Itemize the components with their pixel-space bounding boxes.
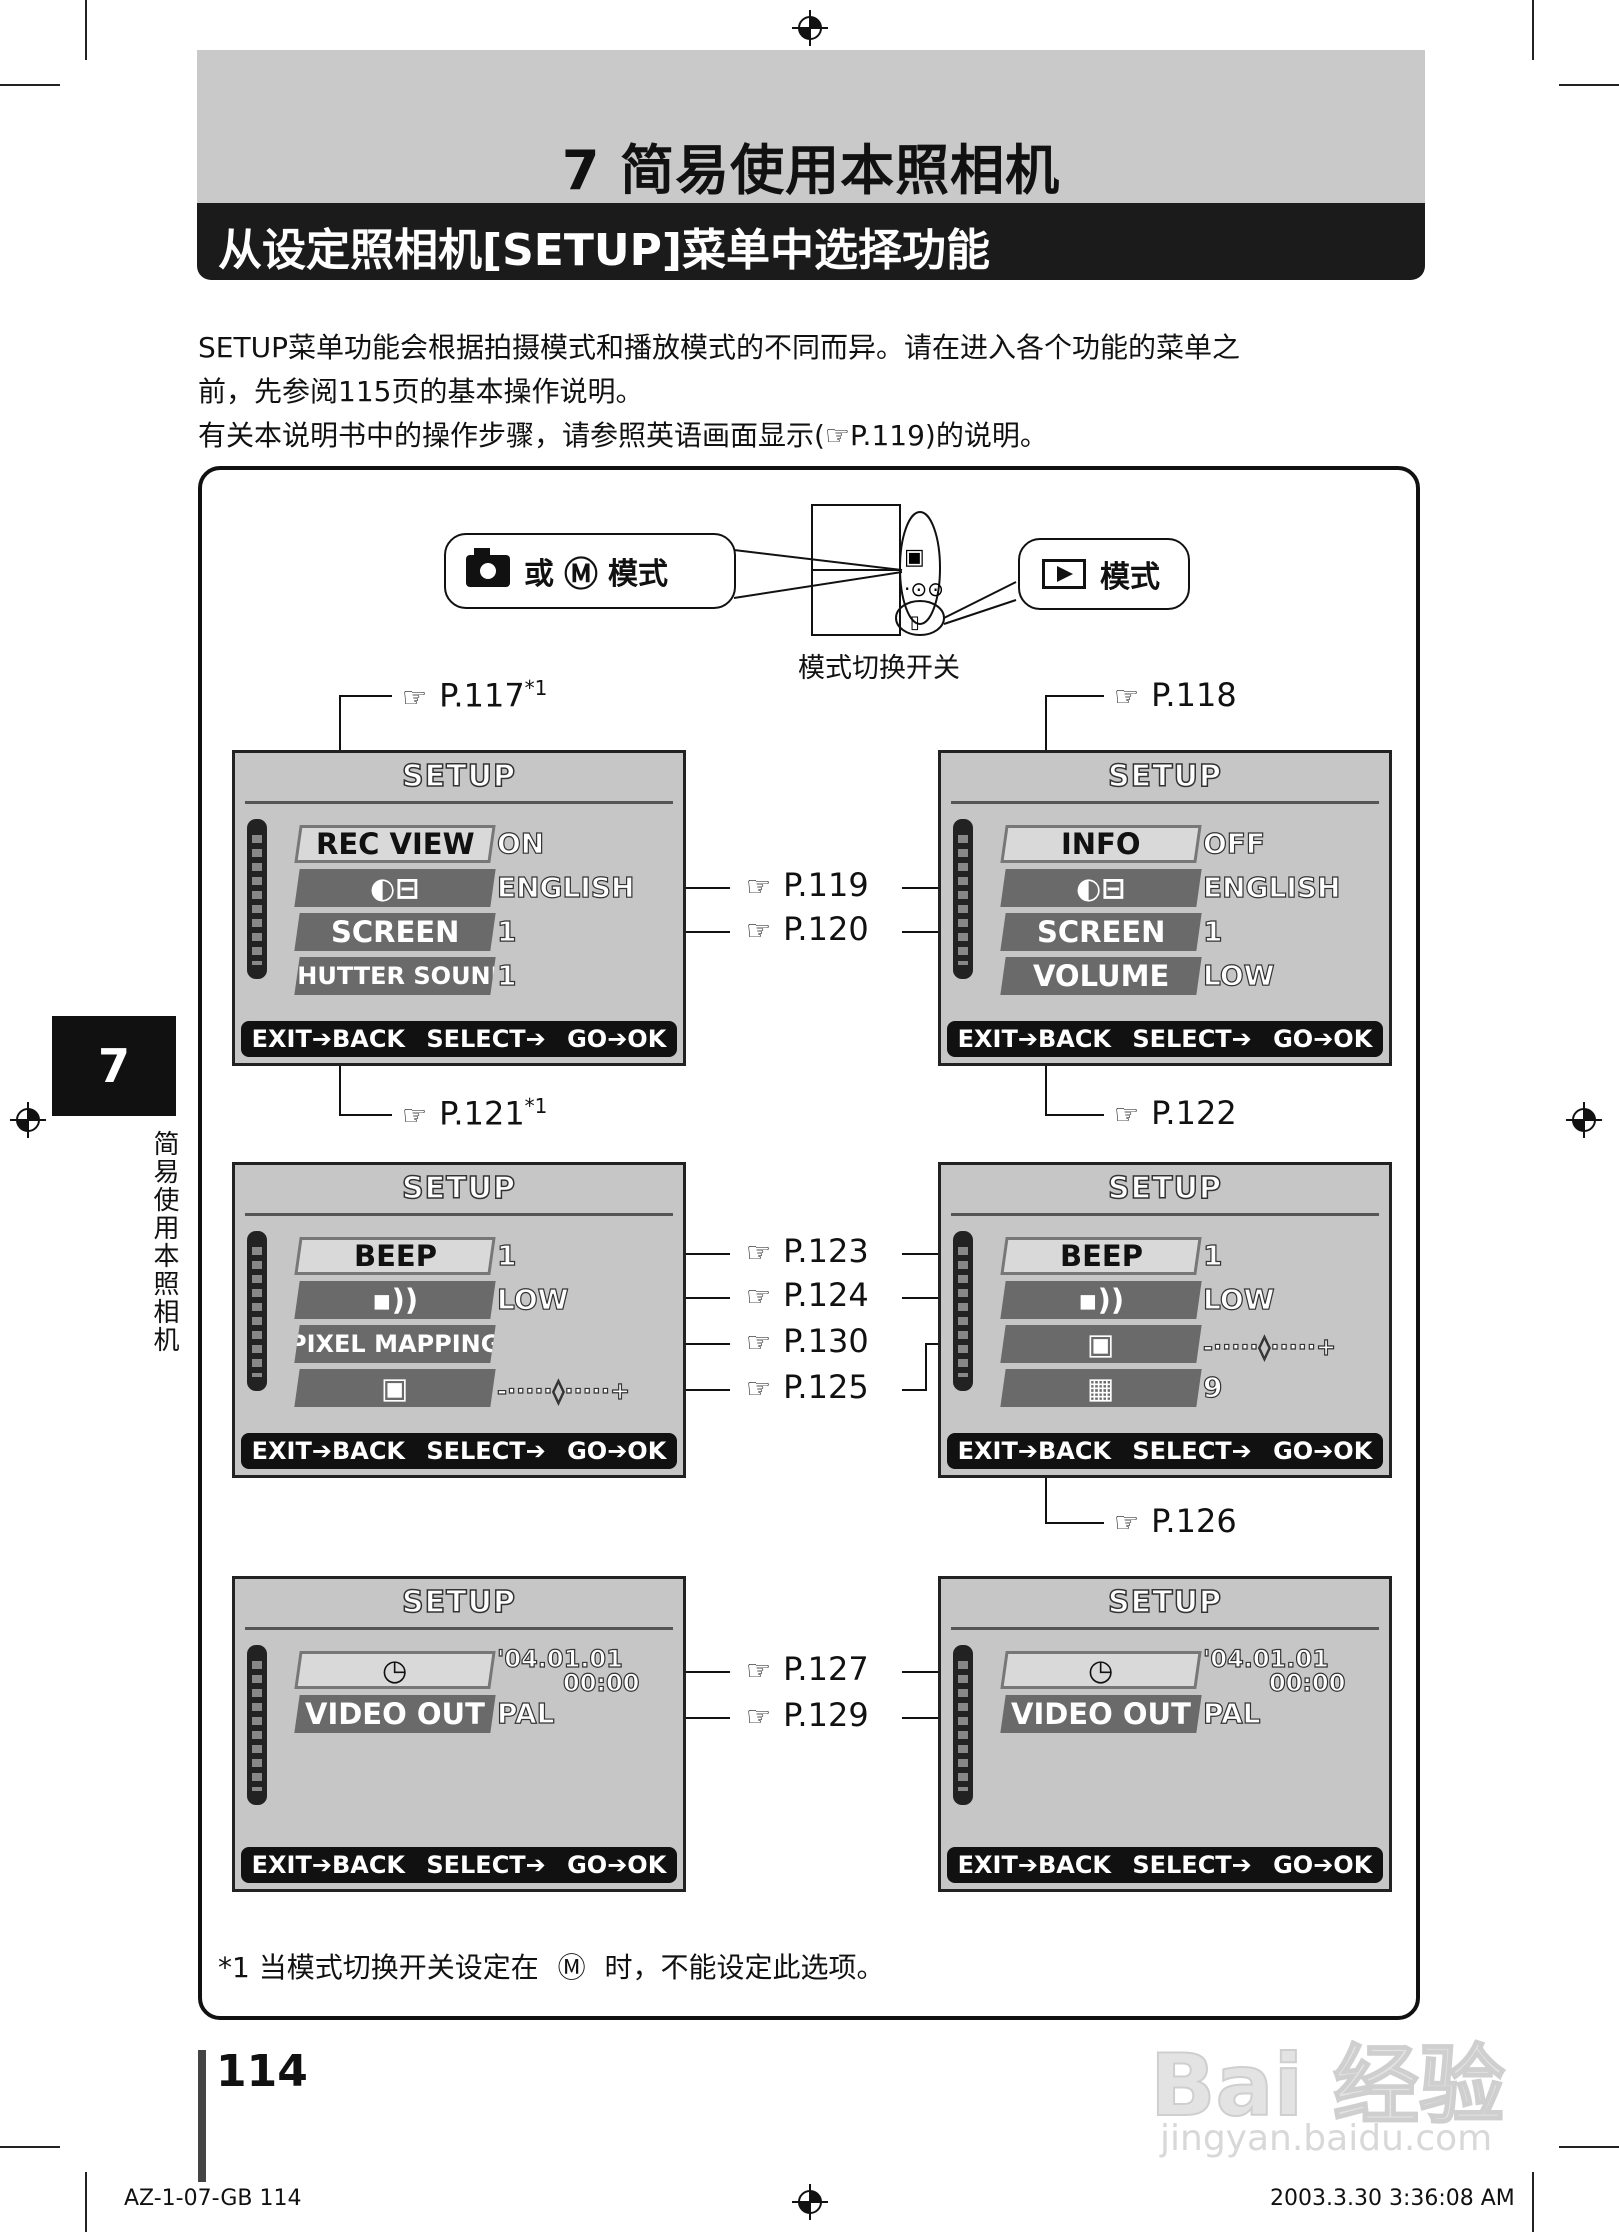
chapter-header (197, 50, 1425, 205)
menu-row-screen: SCREEN (294, 913, 496, 951)
menu-row-language: ◐⊟ (1000, 869, 1202, 907)
menu-row-brightness: ▣ (294, 1369, 496, 1407)
print-info-left: AZ-1-07-GB 114 (124, 2186, 302, 2211)
playback-mode-callout: 模式 (1018, 538, 1190, 610)
setup-screen-playback-3: SETUP ◷ VIDEO OUT '04.01.01 00:00 PAL EX… (938, 1576, 1392, 1892)
menu-row-rec-view: REC VIEW (294, 825, 496, 863)
menu-row-beep: BEEP (294, 1237, 496, 1275)
watermark-url: jingyan.baidu.com (1160, 2118, 1493, 2159)
ref-p121: ☞P.121*1 (402, 1094, 548, 1133)
ref-p122: ☞P.122 (1114, 1094, 1237, 1132)
menu-row-volume: VOLUME (1000, 957, 1202, 995)
crop-mark (1559, 84, 1619, 86)
setup-screen-playback-1: SETUP INFO ◐⊟ SCREEN VOLUME OFF ENGLISH … (938, 750, 1392, 1066)
menu-row-info: INFO (1000, 825, 1202, 863)
ref-p124: ☞P.124 (746, 1276, 869, 1314)
svg-text:▯: ▯ (910, 612, 920, 633)
ref-p130: ☞P.130 (746, 1322, 869, 1360)
registration-mark-icon (10, 1102, 46, 1138)
section-title: 从设定照相机[SETUP]菜单中选择功能 (218, 225, 990, 276)
setup-screen-playback-2: SETUP BEEP ▪)) ▣ ▦ 1 LOW -·····◊·····+ 9… (938, 1162, 1392, 1478)
menu-row-video-out: VIDEO OUT (294, 1695, 496, 1733)
menu-row-sound-volume: ▪)) (1000, 1281, 1202, 1319)
camera-icon (466, 548, 510, 587)
page-number: 114 (216, 2046, 308, 2097)
ref-p117: ☞P.117*1 (402, 676, 548, 715)
ref-p129: ☞P.129 (746, 1696, 869, 1734)
scrollbar (953, 1645, 973, 1805)
crop-mark (0, 2146, 60, 2148)
menu-row-clock: ◷ (294, 1651, 496, 1689)
crop-mark (1532, 0, 1534, 60)
intro-line-1: SETUP菜单功能会根据拍摄模式和播放模式的不同而异。请在进入各个功能的菜单之 (198, 331, 1240, 364)
section-header (197, 203, 1425, 280)
page-number-bar (198, 2050, 206, 2182)
setup-screen-shooting-3: SETUP ◷ VIDEO OUT '04.01.01 00:00 PAL EX… (232, 1576, 686, 1892)
menu-row-beep: BEEP (1000, 1237, 1202, 1275)
menu-row-screen: SCREEN (1000, 913, 1202, 951)
mode-dial-label: 模式切换开关 (798, 653, 960, 684)
chapter-title: 7 简易使用本照相机 (561, 139, 1061, 202)
ref-p125: ☞P.125 (746, 1368, 869, 1406)
crop-mark (1532, 2172, 1534, 2232)
ref-p123: ☞P.123 (746, 1232, 869, 1270)
ref-p119: ☞P.119 (746, 866, 869, 904)
menu-row-video-out: VIDEO OUT (1000, 1695, 1202, 1733)
movie-icon: Ⓜ (564, 554, 598, 595)
scrollbar (247, 1645, 267, 1805)
watermark: Bai 经验 (1149, 2035, 1506, 2137)
print-info-right: 2003.3.30 3:36:08 AM (1270, 2186, 1515, 2211)
setup-screen-shooting-2: SETUP BEEP ▪)) PIXEL MAPPING ▣ 1 LOW -··… (232, 1162, 686, 1478)
crop-mark (0, 84, 60, 86)
menu-row-pixel-mapping: PIXEL MAPPING (294, 1325, 496, 1363)
chapter-tab-label: 简易使用本照相机 (149, 1130, 179, 1354)
ref-p120: ☞P.120 (746, 910, 869, 948)
crop-mark (85, 0, 87, 60)
menu-row-clock: ◷ (1000, 1651, 1202, 1689)
intro-line-2: 前，先参阅115页的基本操作说明。 (198, 375, 644, 408)
ref-p126: ☞P.126 (1114, 1502, 1237, 1540)
ref-p118: ☞P.118 (1114, 676, 1237, 714)
chapter-tab: 7 (52, 1016, 176, 1116)
shooting-mode-callout: 或 Ⓜ 模式 (444, 533, 736, 609)
menu-row-language: ◐⊟ (294, 869, 496, 907)
ref-p127: ☞P.127 (746, 1650, 869, 1688)
registration-mark-icon (1566, 1102, 1602, 1138)
scrollbar (247, 1231, 267, 1391)
menu-row-index-display: ▦ (1000, 1369, 1202, 1407)
registration-mark-icon (792, 2184, 828, 2220)
menu-row-sound-volume: ▪)) (294, 1281, 496, 1319)
crop-mark (85, 2172, 87, 2232)
play-icon (1042, 559, 1086, 589)
menu-row-shutter-sound: SHUTTER SOUND (294, 957, 496, 995)
setup-screen-shooting-1: SETUP REC VIEW ◐⊟ SCREEN SHUTTER SOUND O… (232, 750, 686, 1066)
diagram-box (198, 466, 1420, 2020)
intro-line-3: 有关本说明书中的操作步骤，请参照英语画面显示(☞P.119)的说明。 (198, 419, 1048, 452)
crop-mark (1559, 2146, 1619, 2148)
registration-mark-icon (792, 10, 828, 46)
svg-text:·⊙⊙: ·⊙⊙ (904, 577, 944, 601)
svg-text:▣: ▣ (904, 545, 925, 570)
movie-icon: Ⓜ (557, 1951, 586, 1984)
footnote: *1 当模式切换开关设定在 Ⓜ 时，不能设定此选项。 (218, 1946, 885, 1986)
scrollbar (247, 819, 267, 979)
scrollbar (953, 819, 973, 979)
menu-row-brightness: ▣ (1000, 1325, 1202, 1363)
scrollbar (953, 1231, 973, 1391)
